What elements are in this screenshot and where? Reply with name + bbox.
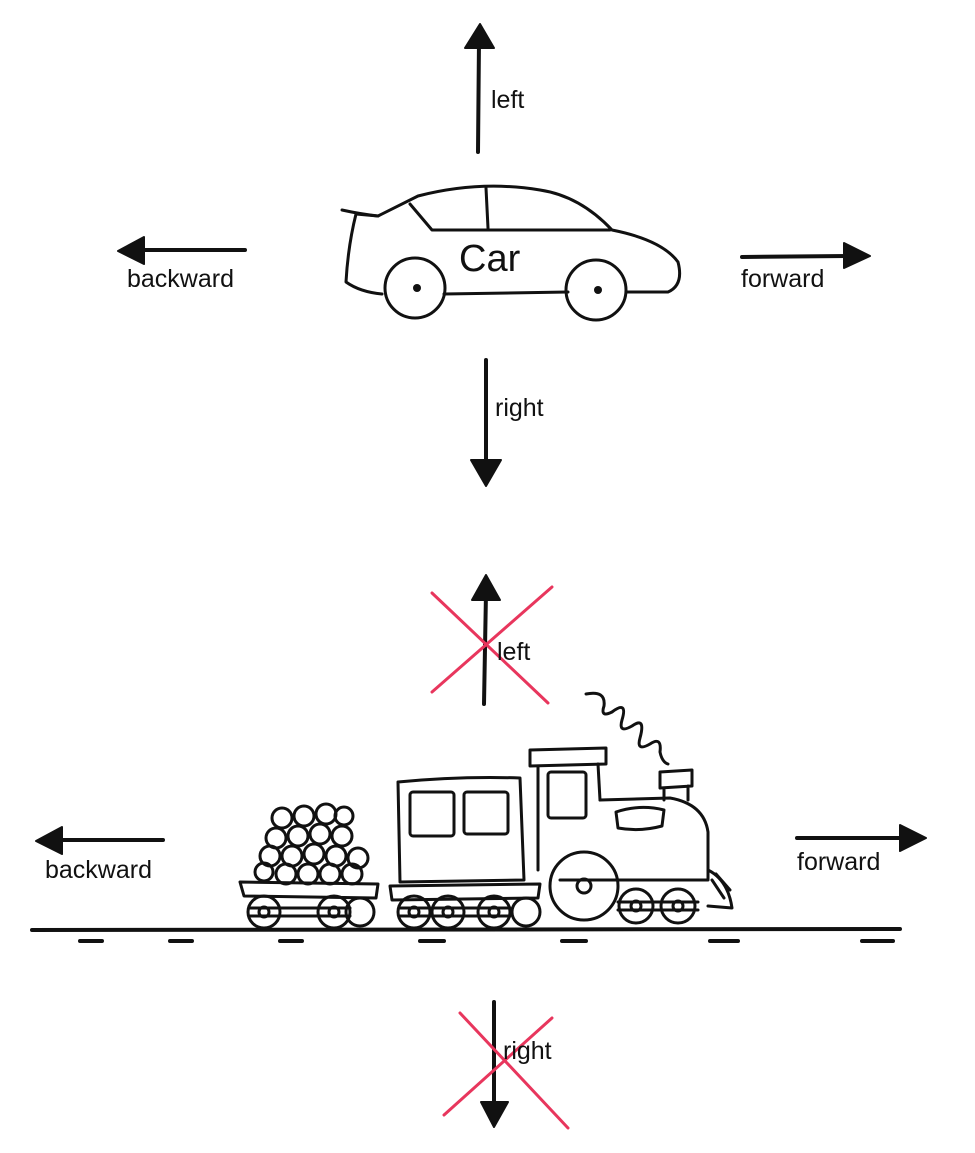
- car-wheel-hub: [413, 284, 421, 292]
- car-arrow-forward: [740, 242, 871, 269]
- cross-out-left: [430, 585, 554, 705]
- car-illustration: [340, 184, 682, 322]
- car-forward-label: forward: [741, 265, 825, 293]
- car-arrow-backward: [117, 236, 247, 265]
- car-backward-label: backward: [127, 265, 234, 293]
- track: [30, 927, 902, 943]
- train-arrow-right: [480, 1000, 509, 1128]
- car-label: Car: [459, 238, 521, 280]
- train-illustration: [238, 691, 734, 930]
- passenger-car: [388, 776, 542, 930]
- train-right-label: right: [503, 1037, 552, 1065]
- cross-out-right: [442, 1011, 570, 1130]
- car-arrow-left: [464, 23, 495, 154]
- train-arrow-left: [471, 574, 501, 706]
- train-left-label: left: [497, 638, 531, 666]
- locomotive: [528, 691, 734, 925]
- train-arrow-forward: [795, 824, 927, 852]
- car-wheel-hub: [594, 286, 602, 294]
- car-right-label: right: [495, 394, 544, 422]
- car-arrow-right: [470, 358, 502, 487]
- train-forward-label: forward: [797, 848, 881, 876]
- car-left-label: left: [491, 86, 525, 114]
- train-arrow-backward: [35, 826, 165, 855]
- train-backward-label: backward: [45, 856, 152, 884]
- coal-wagon: [238, 802, 380, 930]
